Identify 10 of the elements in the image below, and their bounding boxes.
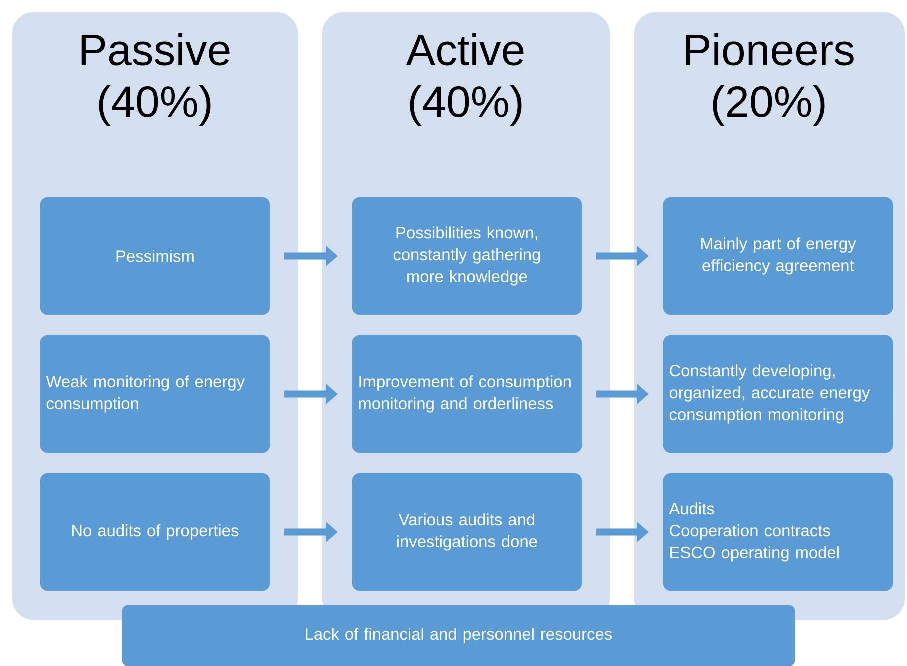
text-box: Improvement of consumption monitoring and orderliness bbox=[352, 335, 582, 454]
text-box: Pessimism bbox=[40, 197, 270, 316]
text-box: Constantly developing, organized, accurate energy consumption monitoring bbox=[663, 335, 894, 454]
text-box: Mainly part of energy efficiency agreement bbox=[663, 197, 894, 316]
text-box: Weak monitoring of energy consumption bbox=[40, 335, 270, 454]
text-box: Audits Cooperation contracts ESCO operating model bbox=[663, 473, 894, 592]
resource-bar: Lack of financial and personnel resources bbox=[122, 605, 796, 666]
text-box: Possibilities known, constantly gathering more knowledge bbox=[352, 197, 582, 316]
text-box: Various audits and investigations done bbox=[352, 473, 582, 592]
text-box: No audits of properties bbox=[40, 473, 270, 592]
